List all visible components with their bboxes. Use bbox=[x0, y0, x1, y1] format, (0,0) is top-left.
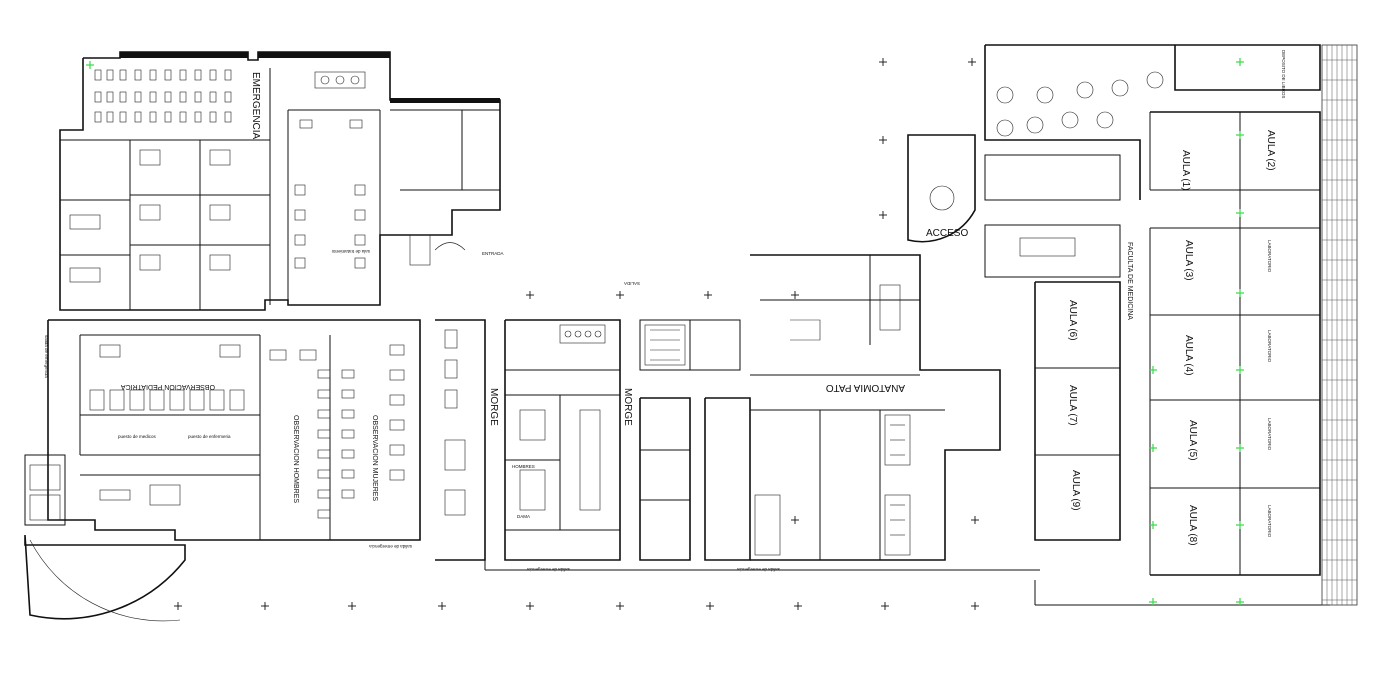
morgue-label-a: MORGE bbox=[488, 388, 499, 426]
book-deposit-label: DEPOSITO DE LIBROS bbox=[1281, 50, 1286, 98]
aula-1-label: AULA (1) bbox=[1180, 150, 1191, 191]
morgue-label-b: MORGE bbox=[622, 388, 633, 426]
access-label: ACCESO bbox=[926, 228, 968, 239]
doctor-post-label: puesto de medicos bbox=[118, 434, 157, 439]
exit-label-c: salida de emergencia bbox=[369, 544, 412, 549]
exit-label: SALIDA bbox=[624, 281, 640, 286]
morgue-block: MORGE MORGE DAMA HOMBRES salida de emerg… bbox=[369, 319, 780, 572]
lab-label-1: LABORATORIO bbox=[1267, 240, 1272, 273]
pathology-label: ANATOMIA PATO bbox=[826, 382, 905, 393]
lab-label-2: LABORATORIO bbox=[1267, 330, 1272, 363]
treatment-room-label: sala de tratamiento bbox=[331, 249, 370, 254]
corridors bbox=[484, 560, 1330, 606]
aula-6-label: AULA (6) bbox=[1067, 300, 1078, 341]
dama-label: DAMA bbox=[517, 514, 530, 519]
aula-9-label: AULA (9) bbox=[1070, 470, 1081, 511]
aula-7-label: AULA (7) bbox=[1067, 385, 1078, 426]
aula-5-label: AULA (5) bbox=[1187, 420, 1198, 461]
lab-label-3: LABORATORIO bbox=[1267, 418, 1272, 451]
emergency-block: EMERGENCIA sala de tratamiento ENTRADA S… bbox=[59, 51, 640, 311]
classroom-grid: AULA (1) AULA (2) AULA (3) AULA (4) AULA… bbox=[1034, 111, 1321, 576]
campus-label: FACULTA DE MEDICINA bbox=[1126, 242, 1133, 320]
pathology-block: ANATOMIA PATO bbox=[750, 254, 1001, 561]
paving-grid bbox=[1321, 44, 1358, 606]
survey-markers bbox=[174, 58, 979, 610]
pediatric-obs-label: OBSERVACION PEDIATRICA bbox=[121, 383, 215, 390]
caballeros-label: HOMBRES bbox=[512, 464, 535, 469]
observation-block: OBSERVACION PEDIATRICA puesto de medicos… bbox=[24, 319, 421, 622]
aula-8-label: AULA (8) bbox=[1187, 505, 1198, 546]
aula-3-label: AULA (3) bbox=[1183, 240, 1194, 281]
obs-women-label: OBSERVACION MUJERES bbox=[371, 415, 378, 501]
nurse-post-label: puesto de enfermeria bbox=[188, 434, 231, 439]
column-markers bbox=[86, 58, 1244, 606]
obs-men-label: OBSERVACION HOMBRES bbox=[292, 415, 299, 503]
entrance-label: ENTRADA bbox=[482, 251, 504, 256]
access-block: ACCESO DEPOSITO DE LIBROS FACULTA DE MED… bbox=[907, 44, 1321, 320]
lab-label-4: LABORATORIO bbox=[1267, 505, 1272, 538]
aula-2-label: AULA (2) bbox=[1265, 130, 1276, 171]
emergency-label: EMERGENCIA bbox=[250, 72, 261, 140]
aula-4-label: AULA (4) bbox=[1183, 335, 1194, 376]
emergency-exit-label: salida de emergencia bbox=[44, 335, 49, 378]
